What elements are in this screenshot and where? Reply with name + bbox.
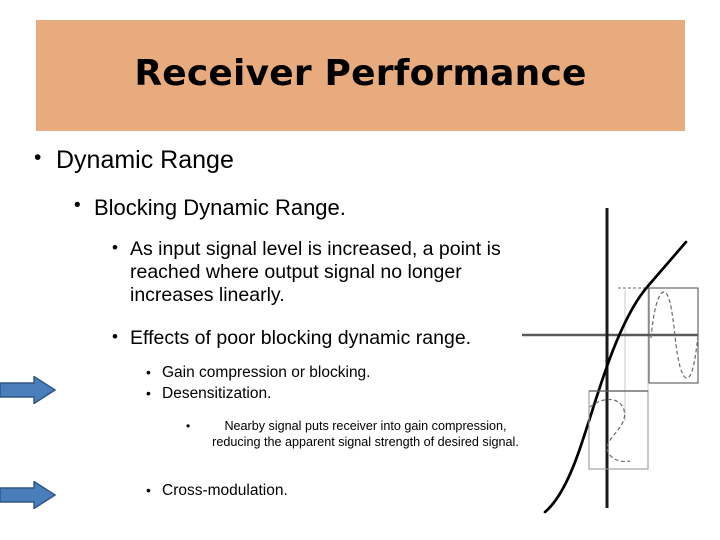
outline-item-input-signal-level: • As input signal level is increased, a … [112, 238, 542, 307]
outline-item-cross-modulation: • Cross-modulation. [146, 482, 506, 500]
outline-item-blocking-dynamic-range: • Blocking Dynamic Range. [74, 195, 494, 221]
blue-arrow-desensitization-icon [0, 376, 56, 404]
transfer-curve [543, 240, 688, 514]
outline-item-gain-compression: • Gain compression or blocking. [146, 364, 506, 382]
bullet-icon: • [112, 238, 118, 257]
outline-item-dynamic-range: • Dynamic Range [34, 146, 454, 176]
bullet-icon: • [186, 419, 191, 433]
outline-item-desensitization: • Desensitization. [146, 385, 506, 403]
bullet-icon: • [146, 482, 151, 498]
bullet-icon: • [146, 364, 151, 380]
outline-item-text: Nearby signal puts receiver into gain co… [212, 419, 519, 449]
outline-item-text: Desensitization. [162, 385, 272, 402]
blue-arrow-cross-modulation-icon [0, 481, 56, 509]
input-waveform [589, 398, 631, 463]
outline-item-effects-of-poor-blocking: • Effects of poor blocking dynamic range… [112, 327, 542, 350]
bullet-icon: • [112, 327, 118, 346]
title-banner: Receiver Performance [36, 20, 685, 131]
outline-item-text: As input signal level is increased, a po… [130, 238, 501, 306]
gain-compression-transfer-curve-figure [522, 208, 699, 514]
page-title: Receiver Performance [134, 52, 587, 94]
outline-item-nearby-signal: • Nearby signal puts receiver into gain … [186, 419, 531, 450]
output-waveform [650, 291, 699, 379]
outline-item-text: Cross-modulation. [162, 482, 288, 499]
bullet-icon: • [74, 195, 81, 216]
outline-item-text: Effects of poor blocking dynamic range. [130, 327, 472, 349]
outline-item-text: Blocking Dynamic Range. [94, 195, 346, 220]
bullet-icon: • [146, 385, 151, 401]
slide-body: • Dynamic Range • Blocking Dynamic Range… [0, 142, 720, 537]
outline-item-text: Gain compression or blocking. [162, 364, 371, 381]
bullet-icon: • [34, 146, 42, 169]
outline-item-text: Dynamic Range [56, 146, 234, 174]
output-waveform-box [648, 287, 699, 384]
